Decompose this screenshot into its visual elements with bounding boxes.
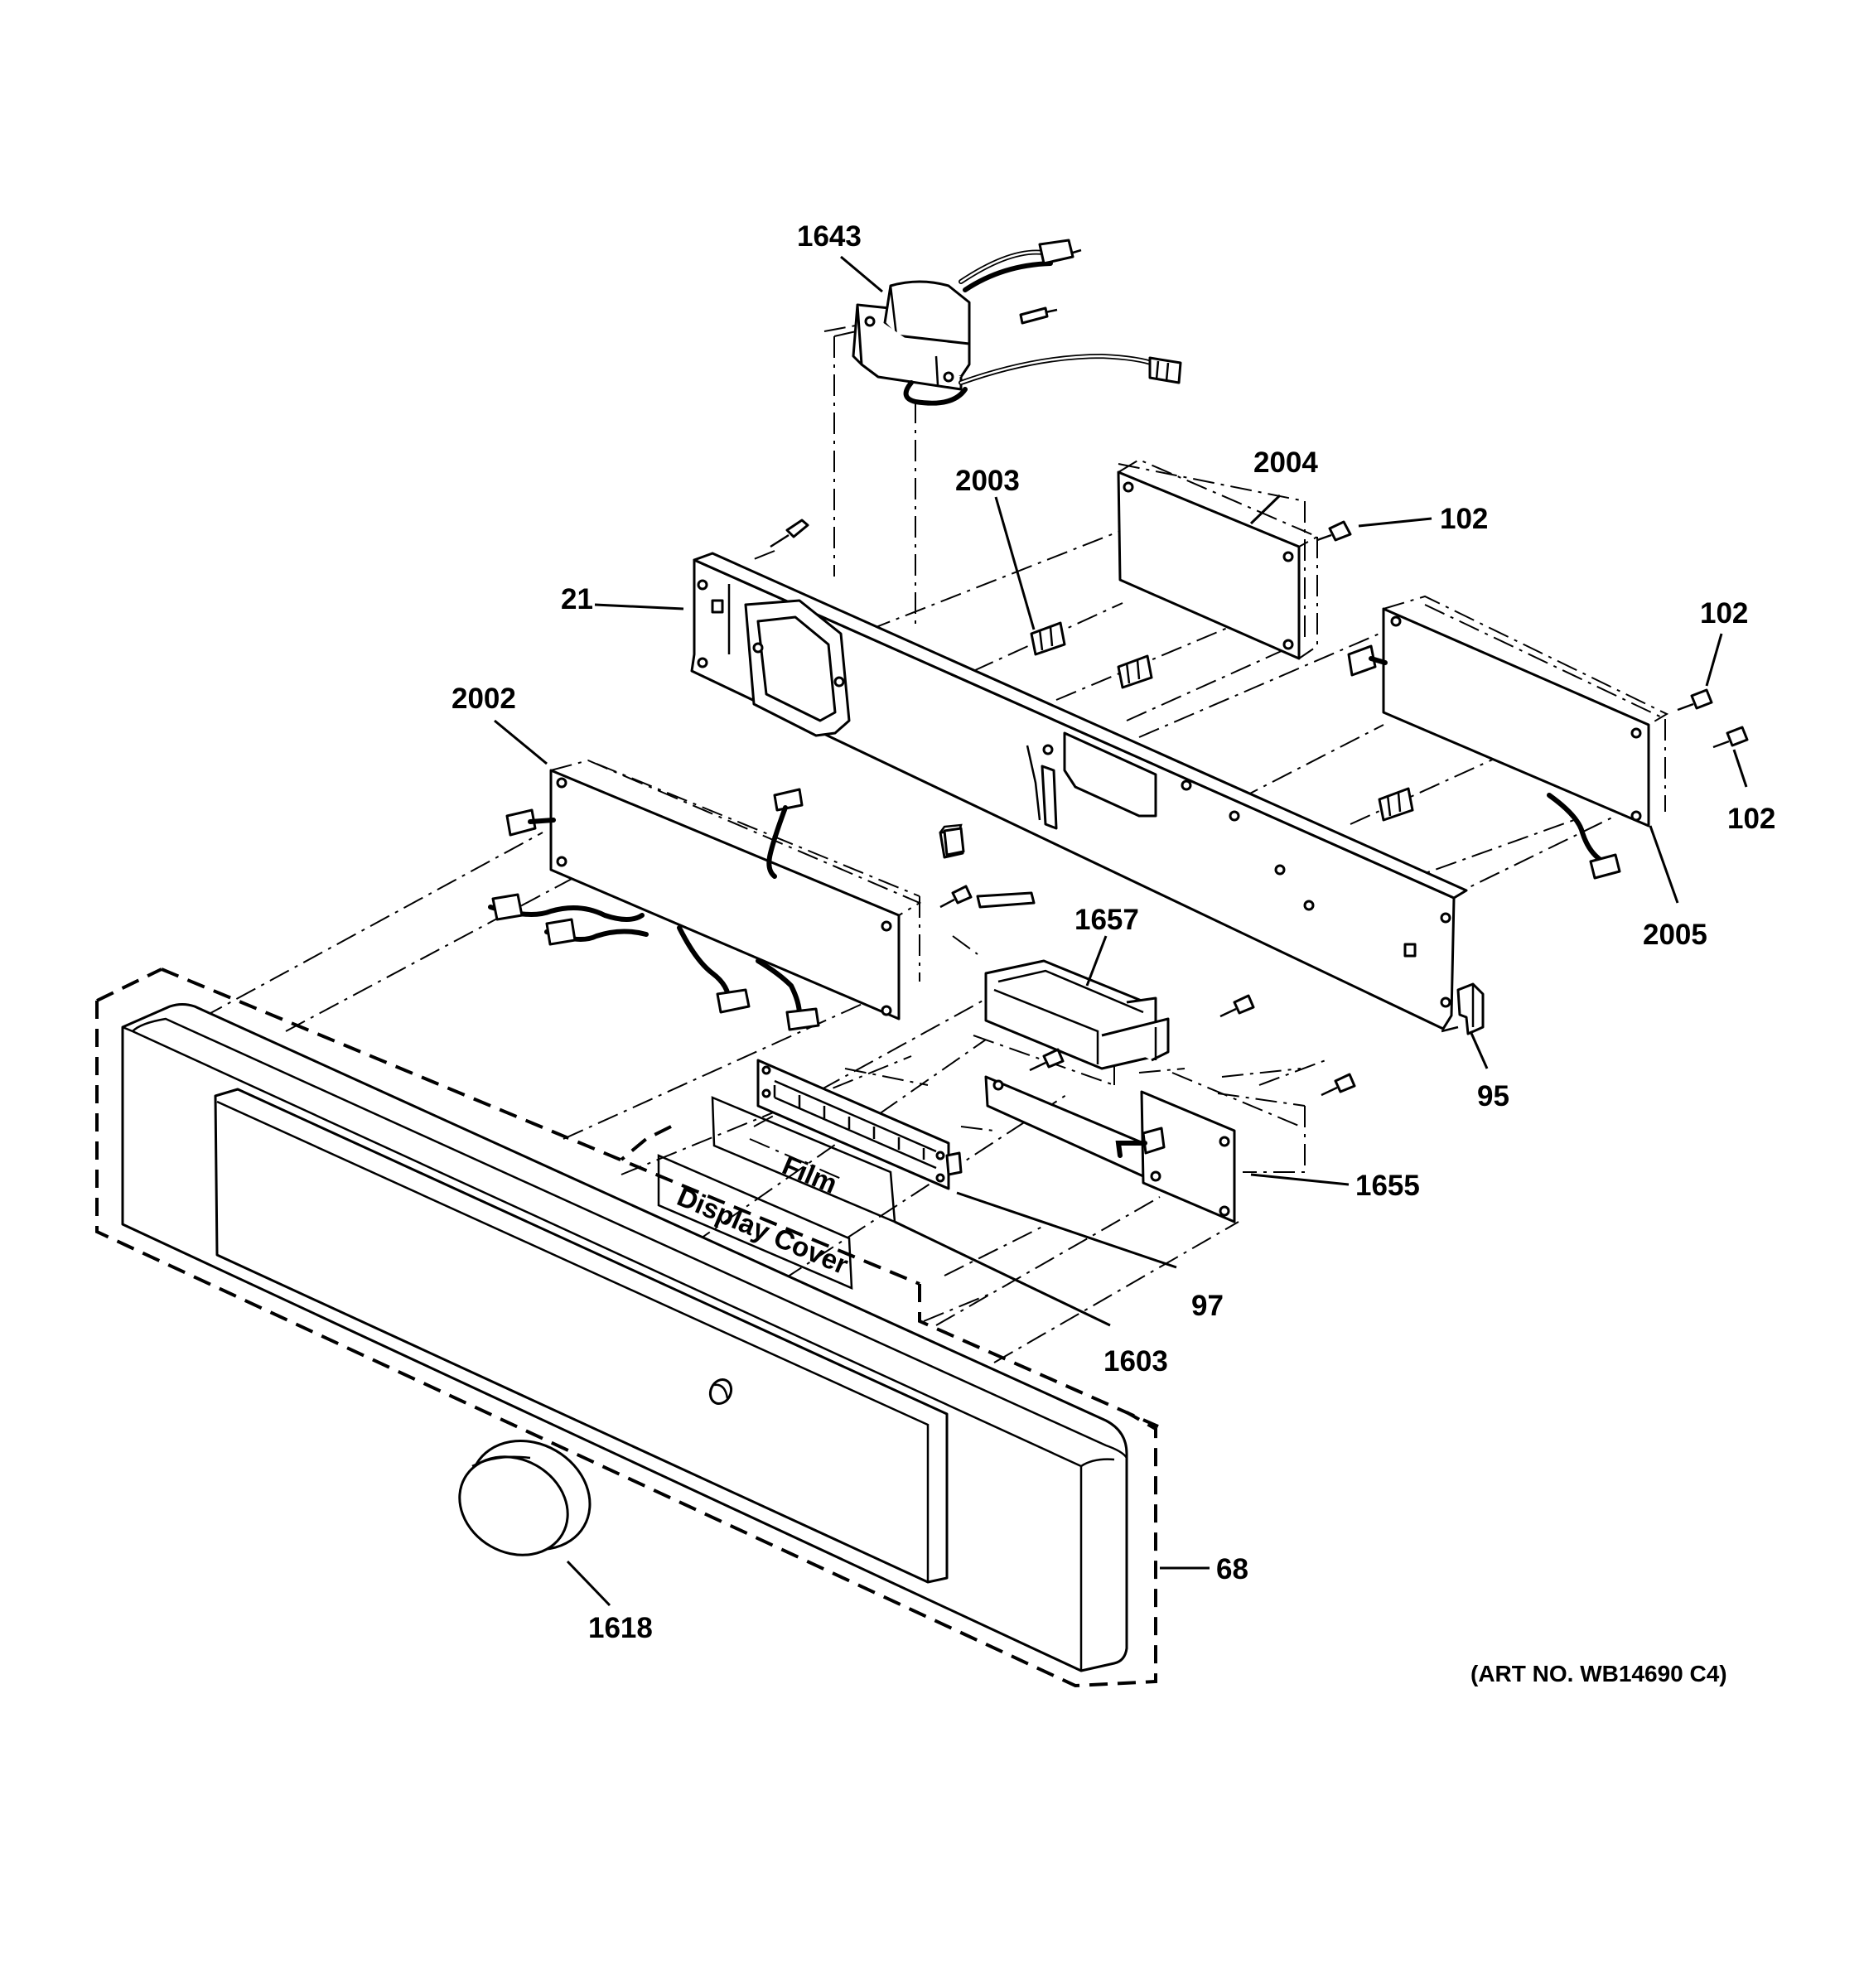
screw-1655-left	[1029, 1048, 1065, 1072]
callout-102-bottom: 102	[1727, 803, 1775, 835]
callout-102-top: 102	[1440, 503, 1488, 535]
film-label: Film	[778, 1149, 842, 1199]
callout-2004: 2004	[1253, 446, 1318, 479]
callout-2002: 2002	[452, 683, 516, 715]
callout-2003: 2003	[955, 465, 1020, 497]
screw-102-mid	[1677, 688, 1713, 712]
callout-95: 95	[1477, 1080, 1509, 1112]
callouts: 1643 2003 2004 102 21 102 102 2002 2005 …	[452, 220, 1775, 1644]
keypad-bracket-97	[756, 1059, 963, 1190]
control-board-1655	[984, 1075, 1236, 1223]
screw-1655-right	[1321, 1073, 1356, 1097]
callout-68: 68	[1216, 1553, 1248, 1585]
callout-1643: 1643	[797, 220, 862, 253]
callout-1655: 1655	[1355, 1170, 1420, 1202]
callout-1618: 1618	[588, 1612, 653, 1644]
assembly-outline-68	[95, 967, 1159, 1688]
main-bracket-21	[690, 552, 1468, 1033]
callout-1603: 1603	[1103, 1345, 1168, 1378]
callout-21: 21	[561, 583, 593, 615]
control-board-2002	[488, 759, 922, 1031]
callout-1657: 1657	[1074, 904, 1139, 936]
connectors-2003	[1030, 621, 1153, 689]
control-board-2005	[1347, 595, 1669, 880]
screw-102-bottom	[1712, 726, 1749, 749]
callout-97: 97	[1191, 1290, 1224, 1322]
display-module-1657	[984, 959, 1170, 1070]
screw-2002	[939, 885, 973, 909]
display-cover	[657, 1154, 853, 1290]
screw-1657	[1219, 994, 1255, 1018]
leader-lines	[494, 255, 1748, 1607]
clip-95	[1456, 982, 1485, 1035]
art-number: (ART NO. WB14690 C4)	[1470, 1661, 1727, 1686]
screw-21	[770, 519, 809, 548]
spacer-block	[943, 827, 965, 856]
control-panel-trim	[121, 1003, 1128, 1672]
control-board-2004	[1117, 458, 1320, 660]
callout-102-mid: 102	[1700, 597, 1748, 630]
knob-1618	[458, 1440, 592, 1556]
transformer-1643	[823, 239, 1182, 406]
callout-2005: 2005	[1643, 919, 1707, 951]
screw-102-top	[1316, 520, 1352, 542]
